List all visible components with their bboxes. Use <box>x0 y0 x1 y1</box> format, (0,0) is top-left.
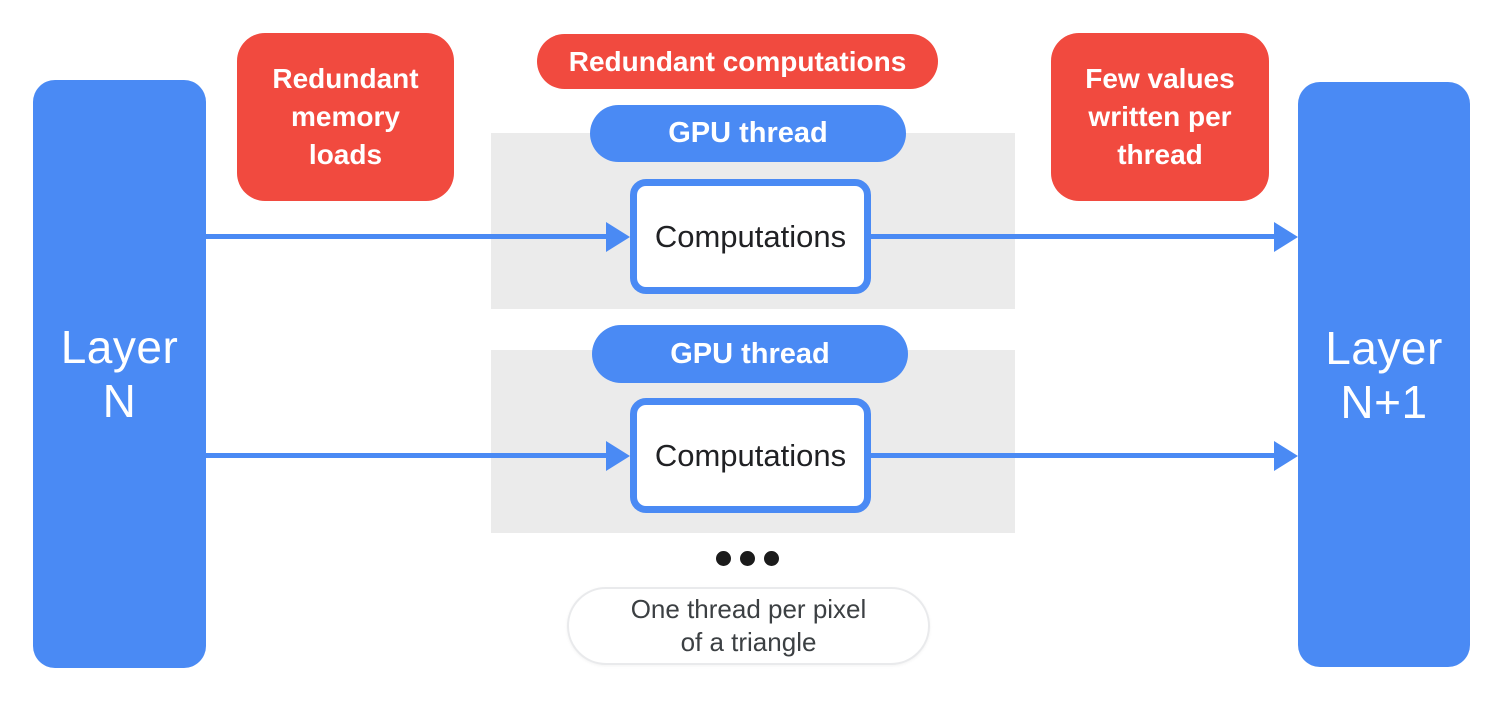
layer-n-plus-1-box: Layer N+1 <box>1298 82 1470 667</box>
dot-icon <box>740 551 755 566</box>
ellipsis-icon <box>716 551 779 566</box>
gpu-thread-pill-2: GPU thread <box>592 325 908 383</box>
arrow-head-into-layerN1-1 <box>1274 222 1298 252</box>
arrow-line-layerN-to-comp-2 <box>206 453 607 458</box>
arrow-line-layerN-to-comp-1 <box>206 234 607 239</box>
few-values-written-badge: Few values written per thread <box>1051 33 1269 201</box>
computations-box-2: Computations <box>630 398 871 513</box>
one-thread-per-pixel-note: One thread per pixel of a triangle <box>567 587 930 665</box>
arrow-head-into-comp-2 <box>606 441 630 471</box>
dot-icon <box>764 551 779 566</box>
gpu-thread-pill-1: GPU thread <box>590 105 906 162</box>
redundant-memory-loads-badge: Redundant memory loads <box>237 33 454 201</box>
arrow-head-into-comp-1 <box>606 222 630 252</box>
arrow-line-comp-to-layerN1-1 <box>869 234 1274 239</box>
dot-icon <box>716 551 731 566</box>
redundant-computations-badge: Redundant computations <box>537 34 938 89</box>
computations-box-1: Computations <box>630 179 871 294</box>
arrow-line-comp-to-layerN1-2 <box>869 453 1274 458</box>
arrow-head-into-layerN1-2 <box>1274 441 1298 471</box>
layer-n-box: Layer N <box>33 80 206 668</box>
